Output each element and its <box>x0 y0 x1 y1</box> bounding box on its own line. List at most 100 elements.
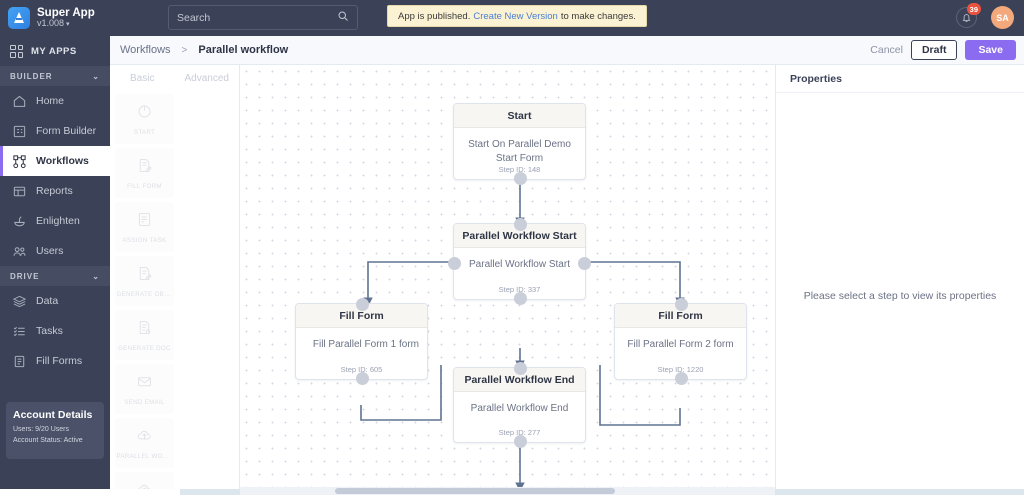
workflow-node-ff2-step-id: Step ID: 1220 <box>657 365 704 374</box>
palette-item-generate-doc-label: GENERATE DOC <box>118 344 171 352</box>
sidebar-item-home[interactable]: Home <box>0 86 110 116</box>
app-title: Super App <box>37 7 95 20</box>
palette-item-parallel-workflow-start[interactable]: PARALLEL WOR... <box>115 418 174 468</box>
start-icon <box>136 103 153 125</box>
draft-button[interactable]: Draft <box>910 40 958 60</box>
workflow-node-start[interactable]: Start Start On Parallel Demo Start Form … <box>453 103 586 185</box>
generate-object-icon <box>136 265 153 287</box>
banner-suffix-text: to make changes. <box>560 10 636 22</box>
account-status: Account Status: Active <box>13 437 83 444</box>
send-email-icon <box>136 373 153 395</box>
palette-grid: START FILL FORM ASSIGN TASK GENERATE OBJ… <box>110 91 239 495</box>
chevron-down-icon: ⌄ <box>92 71 100 81</box>
breadcrumb-parent[interactable]: Workflows <box>120 44 171 56</box>
sidebar-section-drive-label: DRIVE <box>10 271 40 281</box>
workflow-node-pws-step-id: Step ID: 337 <box>498 285 541 294</box>
canvas-horizontal-scrollbar[interactable] <box>240 487 775 495</box>
workflow-node-pwe-desc: Parallel Workflow End <box>470 403 569 414</box>
workflow-node-ff2-title: Fill Form <box>615 304 746 328</box>
palette-item-parallel-workflow-start-label: PARALLEL WOR... <box>116 452 173 460</box>
save-button[interactable]: Save <box>965 40 1016 60</box>
node-port-bottom[interactable] <box>356 372 369 385</box>
sidebar-item-tasks[interactable]: Tasks <box>0 316 110 346</box>
workflow-node-fill-form-1[interactable]: Fill Form Fill Parallel Form 1 form Step… <box>295 298 428 385</box>
node-port-top[interactable] <box>514 362 527 375</box>
users-icon <box>12 244 27 259</box>
brand-block[interactable]: Super App v1.008▾ <box>0 0 110 36</box>
home-icon <box>12 94 27 109</box>
app-version[interactable]: v1.008▾ <box>37 18 95 29</box>
palette-item-generate-object-label: GENERATE OBJE... <box>116 290 173 298</box>
tasks-icon <box>12 324 27 339</box>
page-title: Parallel workflow <box>198 44 289 56</box>
node-port-top[interactable] <box>514 218 527 231</box>
notification-count-badge: 39 <box>966 3 981 15</box>
node-port-bottom[interactable] <box>514 292 527 305</box>
avatar[interactable]: SA <box>991 6 1014 29</box>
sidebar-item-workflows[interactable]: Workflows <box>0 146 110 176</box>
workflow-node-ff1-step-id: Step ID: 605 <box>340 365 383 374</box>
workflow-node-parallel-workflow-end[interactable]: Parallel Workflow End Parallel Workflow … <box>453 362 586 448</box>
sidebar-item-form-builder[interactable]: Form Builder <box>0 116 110 146</box>
workflow-node-parallel-workflow-start[interactable]: Parallel Workflow Start Parallel Workflo… <box>448 218 591 305</box>
search-placeholder: Search <box>177 11 211 24</box>
chevron-down-icon: ⌄ <box>92 271 100 281</box>
palette-item-fill-form[interactable]: FILL FORM <box>115 148 174 198</box>
app-version-label: v1.008 <box>37 18 65 29</box>
parallel-workflow-start-icon <box>136 427 153 449</box>
form-builder-icon <box>12 124 27 139</box>
left-sidebar: Super App v1.008▾ MY APPS BUILDER ⌄ Home <box>0 0 110 495</box>
palette-item-start-label: START <box>133 128 156 136</box>
breadcrumb-bar: Workflows > Parallel workflow Cancel Dra… <box>110 36 1024 65</box>
palette-item-generate-object[interactable]: GENERATE OBJE... <box>115 256 174 306</box>
sidebar-item-form-builder-label: Form Builder <box>36 125 97 137</box>
breadcrumb-separator-icon: > <box>181 44 188 56</box>
node-port-bottom[interactable] <box>514 172 527 185</box>
sidebar-item-reports-label: Reports <box>36 185 73 197</box>
node-port-right[interactable] <box>578 257 591 270</box>
notifications-button[interactable]: 39 <box>956 3 981 28</box>
tab-advanced[interactable]: Advanced <box>184 72 229 84</box>
workflows-icon <box>12 154 27 169</box>
create-new-version-link[interactable]: Create New Version <box>473 10 558 22</box>
fill-form-icon <box>136 157 153 179</box>
workflow-node-fill-form-2[interactable]: Fill Form Fill Parallel Form 2 form Step… <box>614 298 747 385</box>
node-port-top[interactable] <box>356 298 369 311</box>
chevron-down-icon: ▾ <box>66 21 70 29</box>
enlighten-icon <box>12 214 27 229</box>
my-apps-label: MY APPS <box>31 45 77 57</box>
workflow-canvas[interactable]: Start Start On Parallel Demo Start Form … <box>240 65 775 495</box>
sidebar-item-users[interactable]: Users <box>0 236 110 266</box>
scrollbar-thumb[interactable] <box>335 488 615 494</box>
workflow-node-start-desc: Start On Parallel Demo Start Form <box>468 139 571 164</box>
account-users-count: Users: 9/20 Users <box>13 426 70 433</box>
assign-task-icon <box>136 211 153 233</box>
sidebar-item-enlighten[interactable]: Enlighten <box>0 206 110 236</box>
node-port-bottom[interactable] <box>514 435 527 448</box>
node-port-bottom[interactable] <box>675 372 688 385</box>
sidebar-item-tasks-label: Tasks <box>36 325 63 337</box>
search-input[interactable]: Search <box>168 5 358 30</box>
palette-item-generate-doc[interactable]: GENERATE DOC <box>115 310 174 360</box>
sidebar-item-reports[interactable]: Reports <box>0 176 110 206</box>
sidebar-section-drive[interactable]: DRIVE ⌄ <box>0 266 110 286</box>
app-logo-icon <box>8 7 30 29</box>
palette-item-send-email[interactable]: SEND EMAIL <box>115 364 174 414</box>
account-details-card: Account Details Users: 9/20 Users Accoun… <box>6 402 104 459</box>
bell-icon <box>956 7 977 28</box>
sidebar-section-builder-label: BUILDER <box>10 71 53 81</box>
sidebar-item-home-label: Home <box>36 95 65 107</box>
sidebar-item-data[interactable]: Data <box>0 286 110 316</box>
sidebar-section-builder[interactable]: BUILDER ⌄ <box>0 66 110 86</box>
palette-item-start[interactable]: START <box>115 94 174 144</box>
sidebar-item-workflows-label: Workflows <box>36 155 89 167</box>
sidebar-item-data-label: Data <box>36 295 59 307</box>
data-icon <box>12 294 27 309</box>
sidebar-item-fill-forms[interactable]: Fill Forms <box>0 346 110 376</box>
tab-basic[interactable]: Basic <box>130 72 155 84</box>
sidebar-item-my-apps[interactable]: MY APPS <box>0 36 110 66</box>
node-port-top[interactable] <box>675 298 688 311</box>
cancel-button[interactable]: Cancel <box>870 44 903 56</box>
node-port-left[interactable] <box>448 257 461 270</box>
palette-item-assign-task[interactable]: ASSIGN TASK <box>115 202 174 252</box>
